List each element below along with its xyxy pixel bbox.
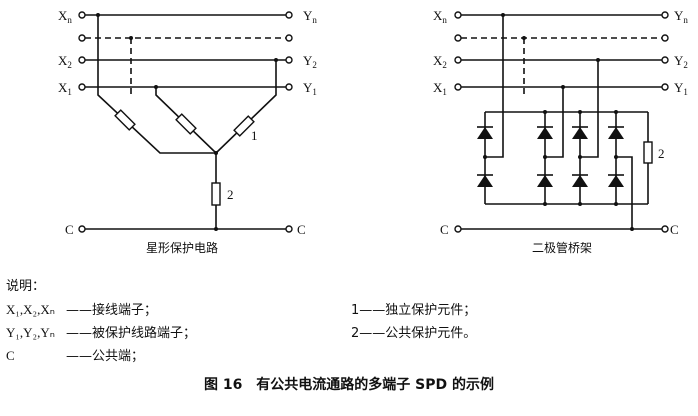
- element-2-label: 2: [227, 187, 234, 202]
- legend-item-y: Y₁,Y₂,Yₙ——被保护线路端子；: [6, 325, 197, 341]
- resistor-element-1c: [233, 115, 255, 137]
- legend-item-1: 1——独立保护元件；: [351, 303, 477, 318]
- output-label-y2: Y2: [303, 53, 317, 70]
- diode-bridge-circuit: 2 Xn X2 X1 Yn Y2 Y1 C C 二极管桥架: [433, 8, 688, 255]
- terminals: [454, 11, 669, 233]
- diode-bridge-title: 二极管桥架: [532, 240, 592, 255]
- input-label-x1: X1: [58, 80, 72, 97]
- legend-heading: 说明：: [6, 279, 46, 294]
- input-label-x1: X1: [433, 80, 447, 97]
- legend-item-2: 2——公共保护元件。: [351, 326, 477, 341]
- legend-item-x: X₁,X₂,Xₙ——接线端子；: [6, 302, 158, 318]
- diode-icons: [477, 126, 624, 187]
- element-2-label: 2: [658, 146, 665, 161]
- output-label-y1: Y1: [303, 80, 317, 97]
- junction-dots: [483, 13, 634, 231]
- star-circuit-title: 星形保护电路: [146, 240, 218, 255]
- common-label-left: C: [440, 222, 449, 237]
- common-label-right: C: [297, 222, 306, 237]
- resistor-element-2: [643, 141, 653, 164]
- resistor-element-2: [211, 182, 221, 206]
- resistor-element-1a: [114, 109, 136, 131]
- element-1-label: 1: [251, 128, 258, 143]
- figure-caption: 图 16 有公共电流通路的多端子 SPD 的示例: [203, 377, 495, 393]
- output-label-y1: Y1: [674, 80, 688, 97]
- terminals: [78, 11, 293, 233]
- input-label-xn: Xn: [58, 8, 72, 25]
- input-label-xn: Xn: [433, 8, 447, 25]
- common-label-right: C: [670, 222, 679, 237]
- resistor-element-1b: [175, 113, 197, 135]
- output-label-yn: Yn: [303, 8, 317, 25]
- input-label-x2: X2: [433, 53, 447, 70]
- common-label-left: C: [65, 222, 74, 237]
- output-label-yn: Yn: [674, 8, 688, 25]
- star-protection-circuit: 1 2 Xn X2 X1 Yn Y2 Y1 C C 星形保护电路: [58, 8, 317, 255]
- input-label-x2: X2: [58, 53, 72, 70]
- legend-item-c: C——公共端；: [6, 348, 145, 364]
- output-label-y2: Y2: [674, 53, 688, 70]
